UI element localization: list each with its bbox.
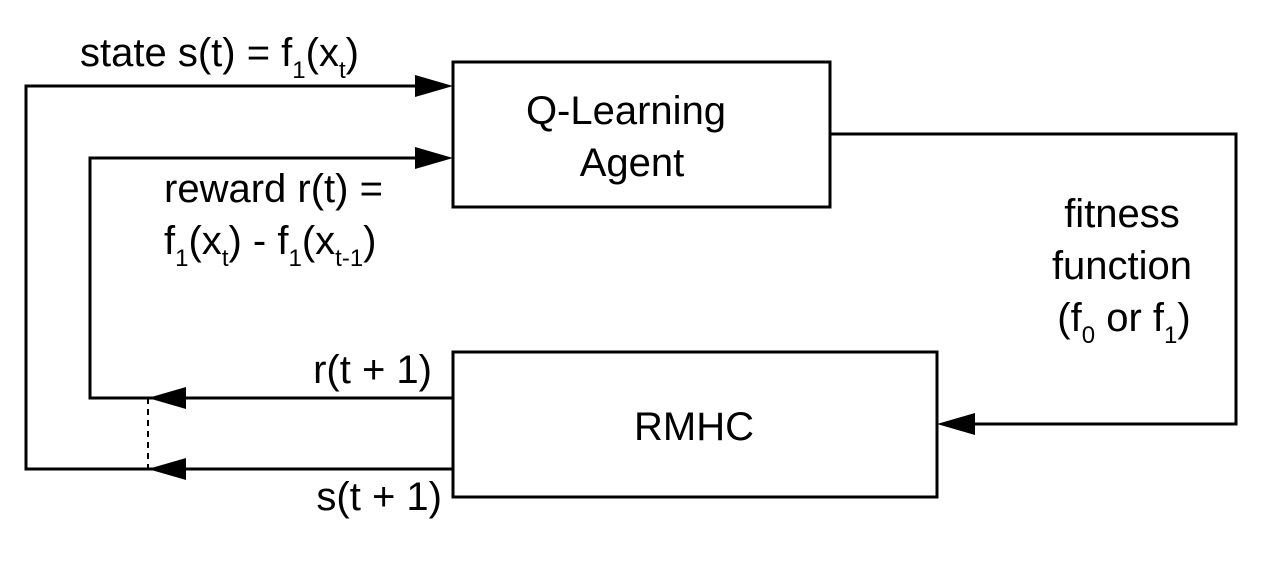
- agent-label-line2: Agent: [580, 141, 685, 185]
- reward-arrowhead: [415, 147, 453, 169]
- q-learning-agent-box: [451, 60, 832, 209]
- next-reward-label: r(t + 1): [313, 348, 432, 392]
- fitness-arrowhead: [937, 413, 975, 435]
- next-state-arrowhead: [148, 458, 186, 480]
- state-arrowhead: [415, 75, 453, 97]
- fitness-label-line1: fitness: [1064, 192, 1180, 236]
- rmhc-label: RMHC: [634, 405, 754, 449]
- rmhc-box: [451, 350, 939, 499]
- fitness-function-line: [830, 132, 1238, 426]
- agent-label-line1: Q-Learning: [526, 89, 726, 133]
- fitness-label-line3: (f0 or f1): [1057, 296, 1190, 349]
- state-label: state s(t) = f1(xt): [80, 31, 359, 84]
- fitness-label-line2: function: [1052, 244, 1192, 288]
- state-feedback-line: [24, 84, 453, 471]
- reward-label-line1: reward r(t) =: [164, 167, 383, 211]
- next-reward-arrowhead: [148, 387, 186, 409]
- reward-feedback-line: [88, 156, 453, 400]
- next-state-label: s(t + 1): [316, 475, 442, 519]
- reward-label-line2: f1(xt) - f1(xt-1): [164, 219, 377, 272]
